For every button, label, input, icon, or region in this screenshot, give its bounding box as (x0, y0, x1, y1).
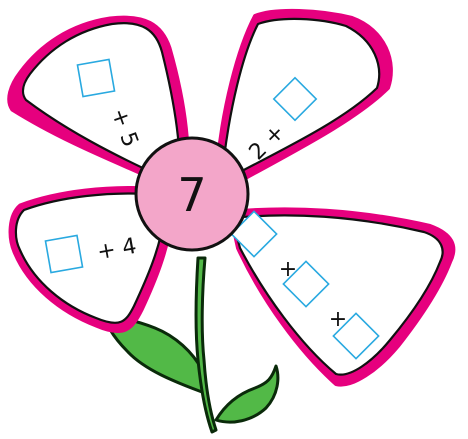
petal-right: + + (230, 209, 453, 384)
stem-icon (196, 258, 216, 432)
answer-box[interactable] (77, 59, 114, 96)
center-number: 7 (177, 168, 206, 222)
answer-box[interactable] (45, 235, 82, 272)
flower-center: 7 (136, 138, 248, 250)
leaf-right-icon (216, 366, 278, 422)
petal-top-right: 2 + (218, 11, 391, 182)
